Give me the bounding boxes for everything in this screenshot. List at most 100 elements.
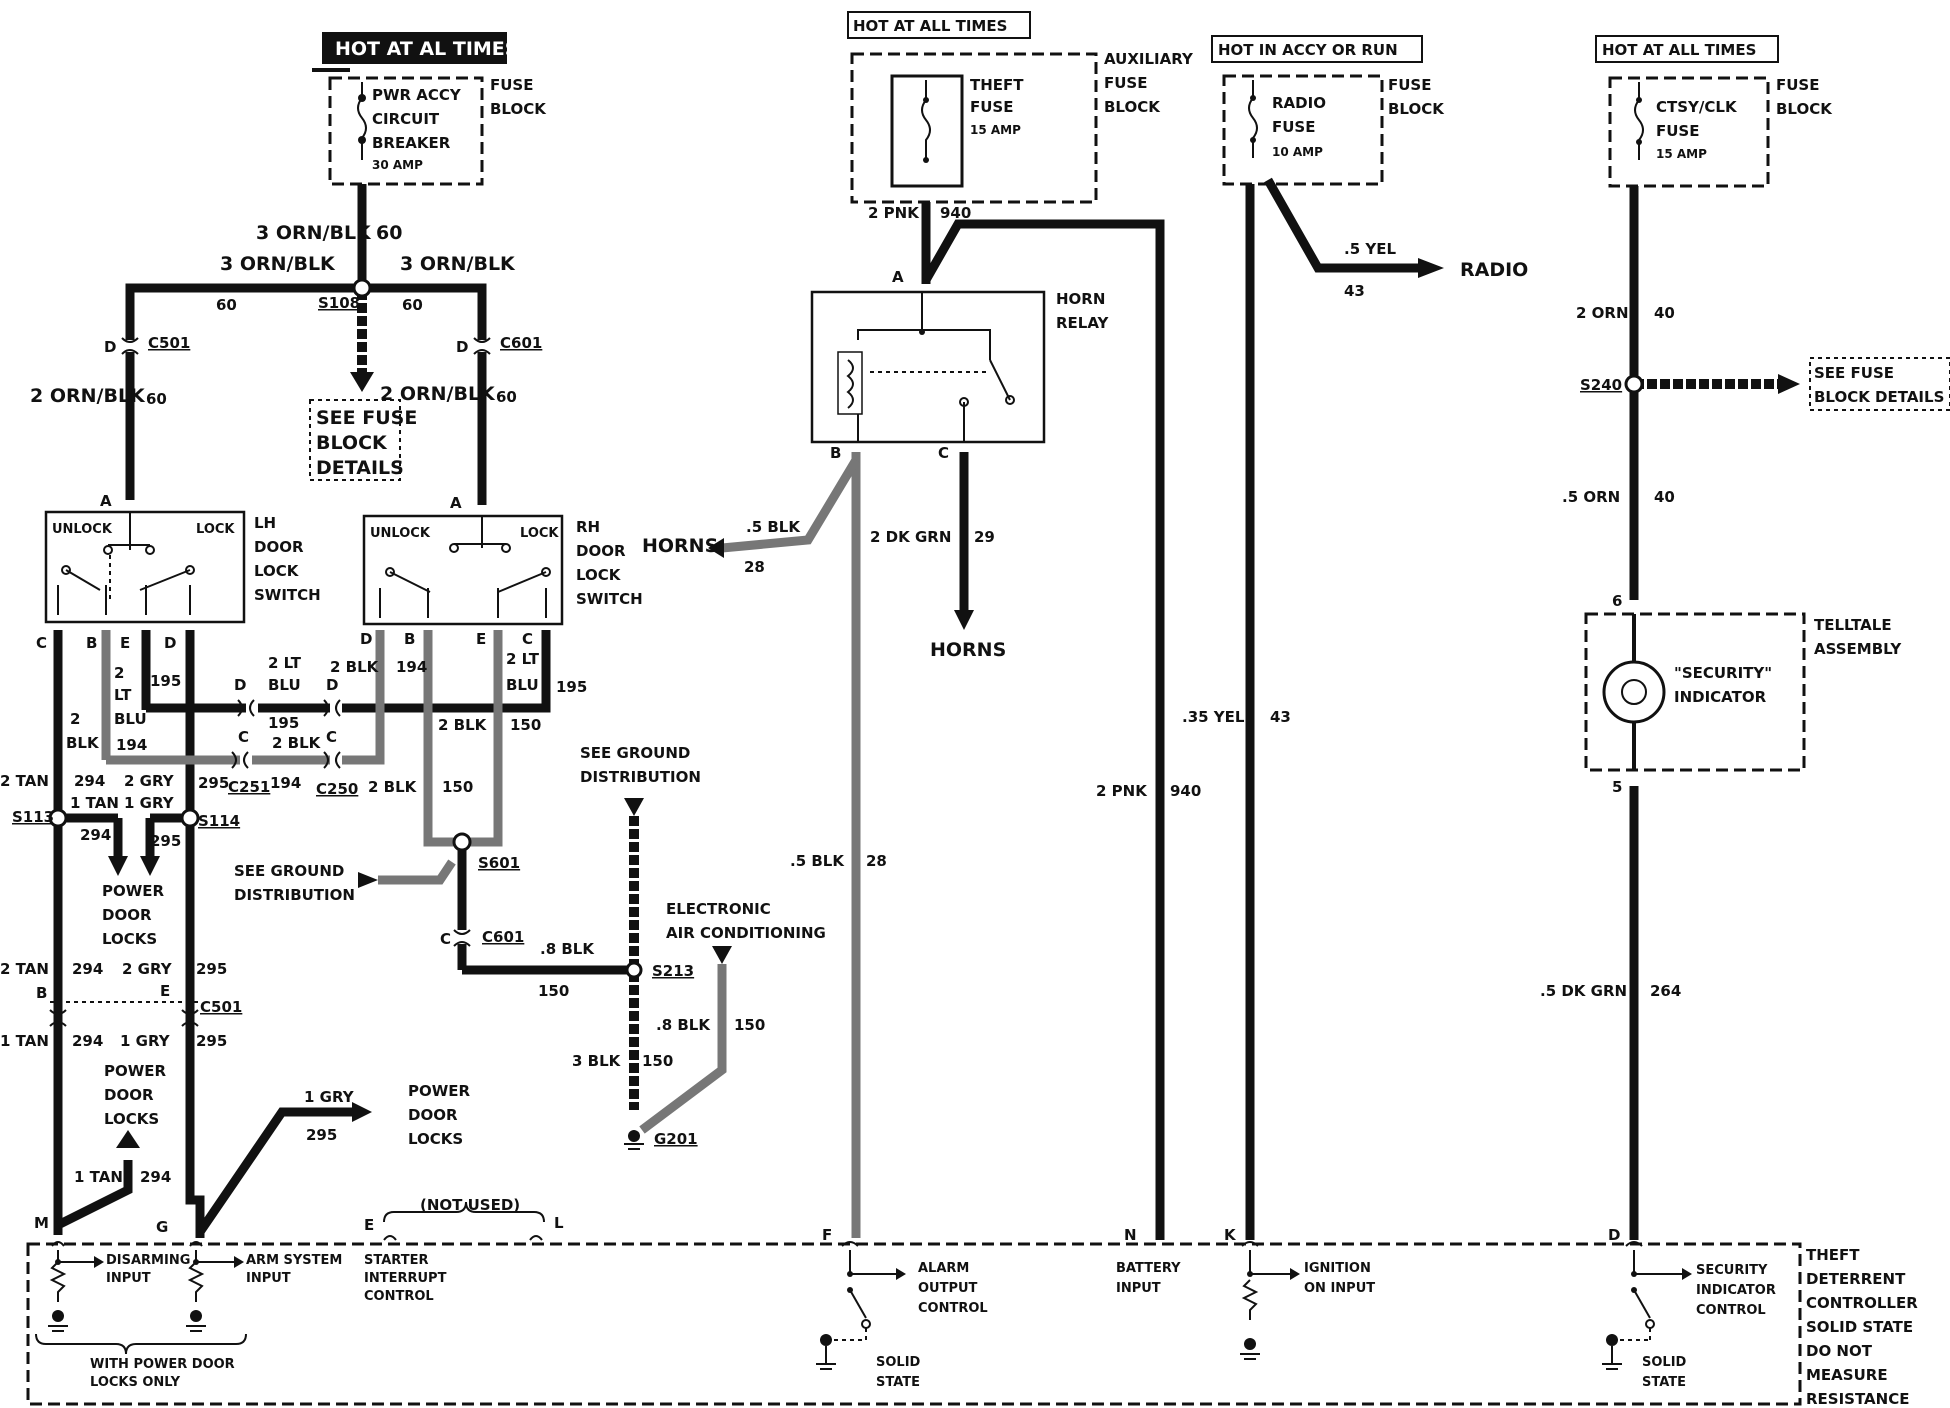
svg-text:STARTER: STARTER — [364, 1253, 428, 1268]
svg-text:1 GRY: 1 GRY — [124, 794, 175, 812]
svg-text:DISTRIBUTION: DISTRIBUTION — [580, 768, 701, 786]
power-door-locks-label-3: POWER DOOR LOCKS — [408, 1082, 471, 1148]
pwr-accy-circuit-breaker: PWR ACCY CIRCUIT BREAKER 30 AMP — [328, 76, 484, 186]
lh-door-lock-switch: UNLOCK LOCK — [44, 510, 246, 624]
splice-s213: S213 — [652, 962, 694, 980]
wire-2-pnk-top: 2 PNK — [868, 204, 920, 222]
svg-text:FUSE: FUSE — [1272, 118, 1315, 136]
svg-text:L: L — [554, 1214, 564, 1232]
svg-text:DO NOT: DO NOT — [1806, 1342, 1873, 1360]
circuit-60-left: 60 — [216, 296, 237, 314]
svg-text:FUSE: FUSE — [1388, 76, 1431, 94]
svg-text:10 AMP: 10 AMP — [1272, 145, 1323, 159]
circuit-194-c251: 194 — [270, 774, 301, 792]
svg-text:195: 195 — [150, 672, 181, 690]
svg-text:LOCKS ONLY: LOCKS ONLY — [90, 1375, 181, 1390]
circuit-940-battery: 940 — [1170, 782, 1201, 800]
svg-text:295: 295 — [196, 1032, 227, 1050]
see-fuse-block-details-right: SEE FUSE BLOCK DETAILS — [1809, 357, 1950, 411]
wire-8-blk: .8 BLK — [540, 940, 595, 958]
svg-text:DOOR: DOOR — [408, 1106, 458, 1124]
hot-at-all-times-header-theft: HOT AT ALL TIMES — [847, 11, 1031, 39]
fuse-block-label-ctsy: FUSE BLOCK — [1776, 76, 1833, 118]
svg-text:C251: C251 — [228, 778, 270, 796]
svg-text:LOCK: LOCK — [576, 566, 622, 584]
svg-text:2 TAN: 2 TAN — [0, 772, 49, 790]
svg-text:RESISTANCE: RESISTANCE — [1806, 1390, 1909, 1408]
svg-text:DETAILS: DETAILS — [316, 457, 404, 479]
splice-s113: S113 — [12, 808, 54, 826]
svg-text:AUXILIARY: AUXILIARY — [1104, 50, 1194, 68]
svg-text:B: B — [86, 634, 97, 652]
svg-text:C: C — [440, 930, 451, 948]
svg-text:INDICATOR: INDICATOR — [1674, 688, 1767, 706]
wire-2-pnk-battery: 2 PNK — [1096, 782, 1148, 800]
svg-text:1 GRY: 1 GRY — [304, 1088, 355, 1106]
svg-text:294: 294 — [72, 960, 103, 978]
svg-text:C601: C601 — [500, 334, 542, 352]
svg-text:HORN: HORN — [1056, 290, 1105, 308]
lh-switch-wire-labels: 2 LT BLU 195 2 BLK 194 2 LT BLU 195 2 BL… — [66, 650, 587, 796]
svg-text:294: 294 — [140, 1168, 171, 1186]
splice-s601: S601 — [478, 854, 520, 872]
splice-s601-dot — [452, 832, 472, 852]
pin-a-lh: A — [100, 492, 112, 510]
svg-text:1 TAN: 1 TAN — [70, 794, 119, 812]
security-indicator-control: SECURITY INDICATOR CONTROL SOLID STATE — [1602, 1241, 1776, 1390]
circuit-150-ac: 150 — [734, 1016, 765, 1034]
svg-text:"SECURITY": "SECURITY" — [1674, 664, 1772, 682]
svg-text:BLOCK: BLOCK — [1776, 100, 1833, 118]
svg-text:2: 2 — [70, 710, 80, 728]
theft-fuse: THEFT FUSE 15 AMP — [850, 52, 1098, 204]
svg-text:BLOCK DETAILS: BLOCK DETAILS — [1814, 388, 1944, 406]
power-door-locks-label-1: POWER DOOR LOCKS — [102, 882, 165, 948]
controller-pin-letters: M G E L F N K D — [34, 1214, 1620, 1244]
svg-text:294: 294 — [80, 826, 111, 844]
horns-label-down: HORNS — [930, 639, 1006, 661]
circuit-43: 43 — [1270, 708, 1291, 726]
circuit-28-horns: 28 — [744, 558, 765, 576]
connector-c251: D C C251 — [228, 676, 270, 796]
svg-text:DOOR: DOOR — [254, 538, 304, 556]
arm-system-input: ARM SYSTEM INPUT — [186, 1241, 342, 1332]
svg-text:BLOCK: BLOCK — [490, 100, 547, 118]
svg-text:1 TAN: 1 TAN — [74, 1168, 123, 1186]
svg-text:ELECTRONIC: ELECTRONIC — [666, 900, 771, 918]
wire-label-2-orn-blk-right: 2 ORN/BLK — [380, 383, 496, 405]
circuit-150-s213: 150 — [538, 982, 569, 1000]
svg-text:D: D — [326, 676, 338, 694]
svg-text:POWER: POWER — [408, 1082, 471, 1100]
svg-text:HOT AT ALL TIMES: HOT AT ALL TIMES — [1602, 41, 1756, 59]
svg-text:E: E — [160, 982, 170, 1000]
svg-text:2 BLK: 2 BLK — [272, 734, 322, 752]
svg-text:2 LT: 2 LT — [506, 650, 540, 668]
svg-text:INDICATOR: INDICATOR — [1696, 1283, 1776, 1298]
svg-text:294: 294 — [72, 1032, 103, 1050]
battery-input: BATTERY INPUT — [1116, 1261, 1181, 1296]
auxiliary-fuse-block-label: AUXILIARY FUSE BLOCK — [1104, 50, 1194, 116]
arrow-horns-down — [954, 610, 974, 630]
fuse-block-label-lh: FUSE BLOCK — [490, 76, 547, 118]
tan-gry-wire-labels: 2 TAN 294 2 GRY 1 TAN 1 GRY 294 295 2 TA… — [0, 772, 355, 1186]
circuit-28-alarm: 28 — [866, 852, 887, 870]
arrow-radio — [1418, 258, 1444, 278]
wire-label-3-orn-blk-left: 3 ORN/BLK — [220, 253, 336, 275]
wire-2-dk-grn: 2 DK GRN — [870, 528, 951, 546]
alarm-output-control: ALARM OUTPUT CONTROL SOLID STATE — [816, 1241, 988, 1390]
svg-text:295: 295 — [196, 960, 227, 978]
svg-text:BLU: BLU — [506, 676, 539, 694]
connector-c601-top: D C601 — [456, 334, 542, 356]
svg-text:FUSE: FUSE — [970, 98, 1013, 116]
wire-label-2-orn-blk-left: 2 ORN/BLK — [30, 385, 146, 407]
circuit-40-top: 40 — [1654, 304, 1675, 322]
svg-text:LH: LH — [254, 514, 276, 532]
svg-text:150: 150 — [442, 778, 473, 796]
switch-pin-letters: C B E D D B E C — [36, 630, 533, 652]
svg-text:FUSE: FUSE — [1776, 76, 1819, 94]
svg-text:2 BLK: 2 BLK — [368, 778, 418, 796]
svg-text:1 TAN: 1 TAN — [0, 1032, 49, 1050]
see-fuse-block-details-reference: SEE FUSE BLOCK DETAILS — [309, 399, 417, 481]
svg-text:MEASURE: MEASURE — [1806, 1366, 1888, 1384]
svg-text:ON INPUT: ON INPUT — [1304, 1281, 1375, 1296]
